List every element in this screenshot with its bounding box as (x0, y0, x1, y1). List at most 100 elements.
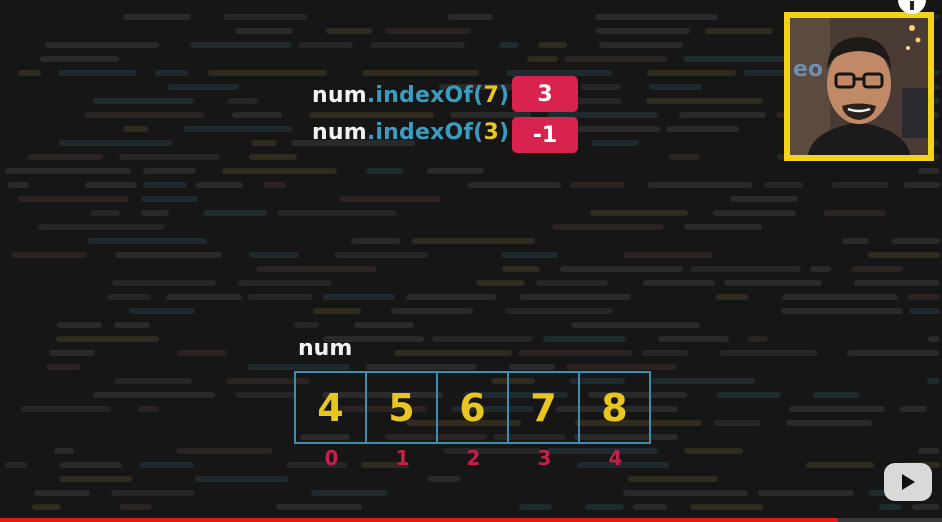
background-code-stroke (58, 70, 137, 76)
close-paren: ) (498, 82, 510, 108)
background-code-stroke (527, 56, 558, 62)
background-code-stroke (123, 126, 148, 132)
background-code-stroke (361, 462, 409, 468)
background-code-stroke (781, 308, 903, 314)
background-code-stroke (747, 336, 768, 342)
background-code-stroke (918, 448, 940, 454)
play-icon (902, 474, 915, 490)
background-code-stroke (143, 168, 196, 174)
background-code-stroke (847, 350, 939, 356)
background-code-stroke (385, 28, 471, 34)
array-index: 2 (466, 446, 481, 470)
background-code-stroke (247, 364, 350, 370)
video-progress-bar[interactable] (0, 518, 942, 522)
background-code-stroke (115, 252, 222, 258)
background-code-stroke (60, 462, 122, 468)
background-code-stroke (646, 98, 763, 104)
background-code-stroke (810, 266, 831, 272)
background-code-stroke (724, 280, 822, 286)
background-code-stroke (326, 28, 372, 34)
background-code-stroke (900, 406, 927, 412)
background-code-stroke (322, 392, 443, 398)
background-code-stroke (647, 70, 736, 76)
background-code-stroke (85, 182, 137, 188)
background-code-stroke (412, 238, 535, 244)
background-code-stroke (581, 84, 621, 90)
background-code-stroke (59, 140, 172, 146)
background-code-stroke (666, 126, 739, 132)
background-code-stroke (351, 238, 400, 244)
background-code-stroke (450, 112, 531, 118)
background-code-stroke (564, 56, 667, 62)
background-code-stroke (177, 350, 227, 356)
background-code-stroke (32, 504, 61, 510)
background-code-stroke (501, 252, 558, 258)
background-code-stroke (111, 490, 195, 496)
background-code-stroke (196, 182, 243, 188)
background-code-stroke (927, 378, 940, 384)
background-code-stroke (428, 476, 460, 482)
background-code-stroke (84, 112, 205, 118)
background-code-stroke (505, 308, 613, 314)
background-code-stroke (334, 252, 428, 258)
background-code-stroke (448, 14, 493, 20)
background-code-stroke (309, 112, 434, 118)
background-code-stroke (336, 406, 427, 412)
background-code-stroke (391, 308, 473, 314)
background-code-stroke (909, 308, 940, 314)
background-code-stroke (18, 70, 41, 76)
close-paren: ) (498, 119, 510, 145)
background-code-stroke (628, 476, 718, 482)
background-code-stroke (538, 42, 567, 48)
youtube-logo-icon[interactable] (884, 463, 932, 501)
background-code-stroke (506, 70, 612, 76)
background-code-stroke (34, 490, 90, 496)
background-code-stroke (323, 336, 424, 342)
info-icon[interactable] (898, 0, 926, 14)
background-code-stroke (574, 434, 678, 440)
background-code-stroke (842, 238, 869, 244)
background-code-stroke (548, 112, 658, 118)
background-code-stroke (138, 406, 159, 412)
method-name: indexOf (375, 82, 474, 108)
background-code-stroke (251, 140, 277, 146)
background-code-stroke (427, 168, 484, 174)
background-code-stroke (720, 350, 818, 356)
background-code-stroke (112, 280, 216, 286)
background-code-stroke (168, 84, 239, 90)
background-code-stroke (107, 294, 151, 300)
background-code-stroke (642, 350, 688, 356)
background-code-stroke (823, 210, 886, 216)
presenter-webcam: eo (784, 12, 934, 161)
background-code-stroke (591, 140, 639, 146)
background-code-stroke (566, 364, 677, 370)
background-code-stroke (658, 336, 729, 342)
background-code-stroke (493, 434, 566, 440)
background-code-stroke (596, 28, 690, 34)
background-code-stroke (463, 392, 568, 398)
background-code-stroke (502, 266, 540, 272)
background-code-stroke (520, 294, 631, 300)
background-code-stroke (143, 182, 187, 188)
background-code-stroke (730, 196, 798, 202)
svg-text:eo: eo (793, 57, 823, 82)
background-code-stroke (536, 280, 608, 286)
background-code-stroke (679, 112, 766, 118)
background-code-stroke (569, 378, 625, 384)
background-code-stroke (339, 196, 441, 202)
background-code-stroke (714, 420, 761, 426)
background-code-stroke (238, 280, 332, 286)
array-cell: 6 (438, 373, 509, 442)
object-name: num (312, 82, 367, 108)
background-code-stroke (300, 434, 350, 440)
background-code-stroke (190, 42, 292, 48)
background-code-stroke (713, 210, 796, 216)
background-code-stroke (46, 364, 80, 370)
background-code-stroke (832, 182, 889, 188)
background-code-stroke (690, 266, 801, 272)
array-index: 3 (537, 446, 552, 470)
array-indices: 0 1 2 3 4 (296, 446, 651, 470)
background-code-stroke (509, 364, 555, 370)
background-code-stroke (27, 154, 103, 160)
